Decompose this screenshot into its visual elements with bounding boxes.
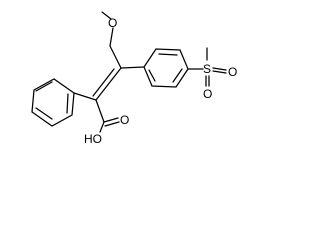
bond-ch2-alkene: [109, 45, 122, 69]
aryl-double-bond-1: [158, 53, 178, 56]
phenyl-ring: [31, 78, 75, 127]
phenyl-double-bond-1: [35, 81, 53, 92]
methoxy-oxygen-label: O: [108, 16, 117, 30]
bond-alkene-aryl: [120, 66, 145, 69]
carboxyl-double-bond-1: [103, 117, 119, 123]
sulfur-label: S: [203, 62, 211, 76]
bond-o-ch2: [109, 27, 114, 47]
phenyl-double-bond-2: [35, 107, 53, 120]
sulfonyl-double-bond-right-1: [212, 67, 227, 71]
molecule-drawing: O S O O O HO: [31, 11, 237, 146]
aryl-double-bond-3: [148, 69, 156, 82]
chemical-structure-canvas: O S O O O HO: [31, 11, 238, 146]
carboxyl-double-bond-2: [104, 121, 120, 127]
hydroxyl-label: HO: [84, 132, 102, 146]
bond-alkene-phenyl: [73, 92, 97, 101]
phenyl-double-bond-3: [66, 93, 69, 114]
bond-alkene-carboxyl: [95, 99, 105, 123]
aryl-double-bond-2: [172, 68, 183, 83]
sulfonyl-oxygen-bottom-label: O: [203, 87, 212, 101]
sulfonyl-oxygen-right-label: O: [228, 65, 237, 79]
alkene-bond-inner: [92, 68, 115, 97]
bond-methyl-o: [101, 11, 112, 20]
sulfonyl-double-bond-right-2: [212, 70, 227, 74]
bond-carboxyl-oh: [99, 121, 105, 133]
alkene-bond-main: [95, 67, 122, 101]
carboxyl-oxygen-label: O: [120, 113, 129, 127]
